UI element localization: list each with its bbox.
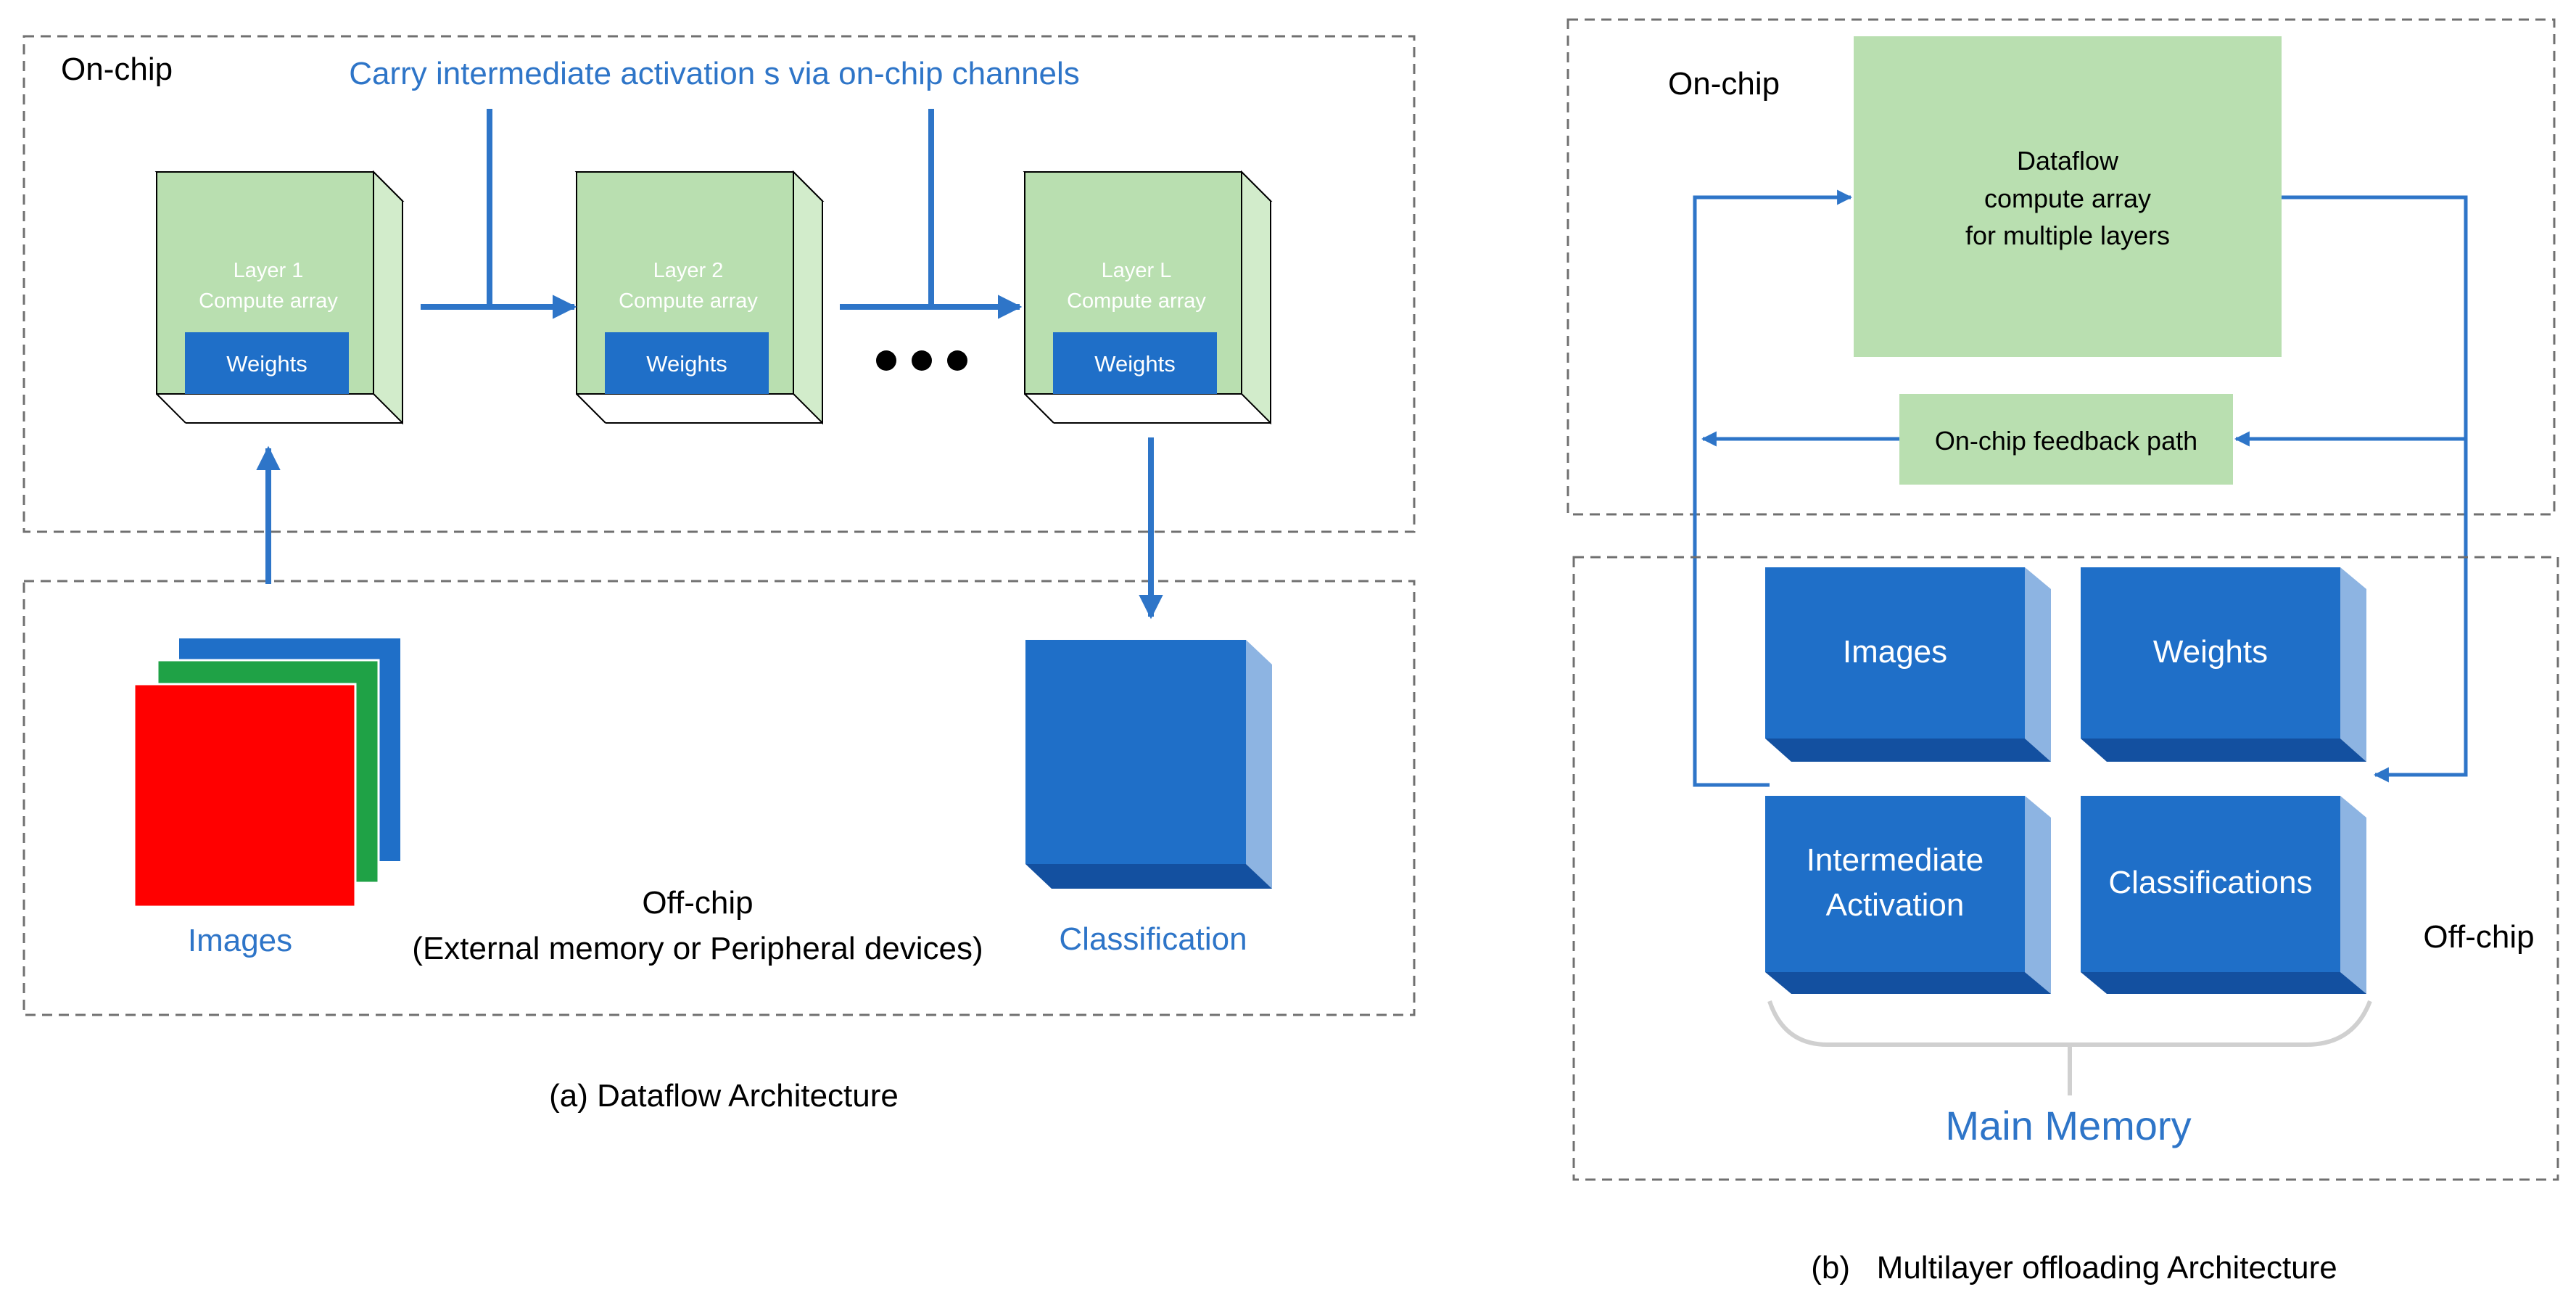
layer-1-weights-box (185, 332, 349, 394)
layer-2-compute-array: Layer 2 Compute array Weights (574, 170, 825, 425)
activation-block-bottom (1765, 972, 2051, 994)
panel-b-off-chip-label: Off-chip (2423, 919, 2534, 955)
panel-a-dataflow: On-chip Carry intermediate activation s … (22, 35, 1416, 1114)
memory-weights-label: Weights (2153, 634, 2268, 670)
activation-block-side (2025, 796, 2051, 994)
classifications-block-bottom (2081, 972, 2366, 994)
layer-l-side-face (1241, 170, 1271, 425)
panel-b-multilayer-offloading: On-chip Dataflow compute array for multi… (1566, 18, 2559, 1286)
dot-1 (876, 350, 896, 371)
memory-block-images: Images (1765, 567, 2051, 762)
panel-a-off-chip-region (22, 580, 1416, 1016)
layer-l-compute-array: Layer L Compute array Weights (1023, 170, 1273, 425)
classification-bottom (1025, 864, 1272, 889)
feedback-path-label: On-chip feedback path (1935, 426, 2197, 456)
memory-activation-line-1: Intermediate (1807, 842, 1984, 878)
images-block-bottom (1765, 739, 2051, 762)
layer-l-weights-box (1053, 332, 1217, 394)
memory-to-input-line (1693, 189, 1853, 787)
on-chip-feedback-path (1899, 394, 2233, 485)
layer-2-edge (576, 393, 606, 424)
layer-l-edge (1024, 393, 1054, 424)
activation-block-front (1765, 796, 2025, 972)
classification-cube (1025, 640, 1272, 889)
panel-a-on-chip-region (22, 35, 1416, 533)
layer-l-weights-label: Weights (1094, 351, 1175, 377)
panel-b-caption: (b) Multilayer offloading Architecture (1811, 1250, 2337, 1286)
classification-front (1025, 640, 1246, 864)
layer-1-subtitle: Compute array (199, 289, 338, 313)
memory-block-intermediate-activation: Intermediate Activation (1765, 796, 2051, 994)
main-memory-label: Main Memory (1945, 1103, 2191, 1148)
memory-classifications-label: Classifications (2108, 865, 2312, 900)
dataflow-line-3: for multiple layers (1965, 221, 2170, 250)
weights-block-bottom (2081, 739, 2366, 762)
panel-a-caption: (a) Dataflow Architecture (549, 1078, 899, 1114)
classifications-block-front (2081, 796, 2340, 972)
panel-b-off-chip-region (1572, 556, 2559, 1181)
off-chip-description: (External memory or Peripheral devices) (412, 931, 983, 966)
layer-1-compute-array: Layer 1 Compute array Weights (154, 170, 405, 425)
panel-a-on-chip-label: On-chip (61, 52, 173, 87)
dataflow-line-2: compute array (1984, 184, 2151, 213)
off-chip-label: Off-chip (642, 885, 753, 921)
panel-b-on-chip-label: On-chip (1668, 66, 1780, 102)
weights-block-side (2340, 567, 2366, 762)
memory-block-classifications: Classifications (2081, 796, 2366, 994)
layer-1-edge (156, 393, 186, 424)
images-block-front (1765, 567, 2025, 739)
images-label: Images (188, 923, 292, 958)
memory-images-label: Images (1843, 634, 1947, 670)
layer-2-weights-label: Weights (646, 351, 727, 377)
classification-label: Classification (1059, 921, 1247, 957)
classification-side (1246, 640, 1272, 889)
layer-1-side-face (373, 170, 403, 425)
ellipsis-dots (876, 350, 967, 371)
classifications-block-side (2340, 796, 2366, 994)
layer-2-subtitle: Compute array (619, 289, 758, 313)
dataflow-line-1: Dataflow (2017, 146, 2119, 176)
weights-block-front (2081, 567, 2340, 739)
dot-3 (947, 350, 967, 371)
image-red-channel (133, 683, 357, 908)
main-memory-brace (1767, 1000, 2372, 1047)
dot-2 (912, 350, 932, 371)
panel-b-on-chip-region (1566, 18, 2556, 516)
memory-activation-line-2: Activation (1826, 887, 1965, 923)
layer-2-weights-box (605, 332, 769, 394)
memory-block-weights: Weights (2081, 567, 2366, 762)
layer-2-title: Layer 2 (653, 259, 724, 282)
output-to-memory-line (2282, 195, 2468, 783)
layer-l-title: Layer L (1102, 259, 1172, 282)
layer-1-title: Layer 1 (234, 259, 304, 282)
channel-caption: Carry intermediate activation s via on-c… (349, 56, 1080, 91)
dataflow-compute-array (1854, 36, 2282, 357)
input-images-stack (133, 638, 400, 908)
layer-2-side-face (793, 170, 823, 425)
images-block-side (2025, 567, 2051, 762)
layer-l-subtitle: Compute array (1067, 289, 1206, 313)
layer-1-weights-label: Weights (226, 351, 307, 377)
